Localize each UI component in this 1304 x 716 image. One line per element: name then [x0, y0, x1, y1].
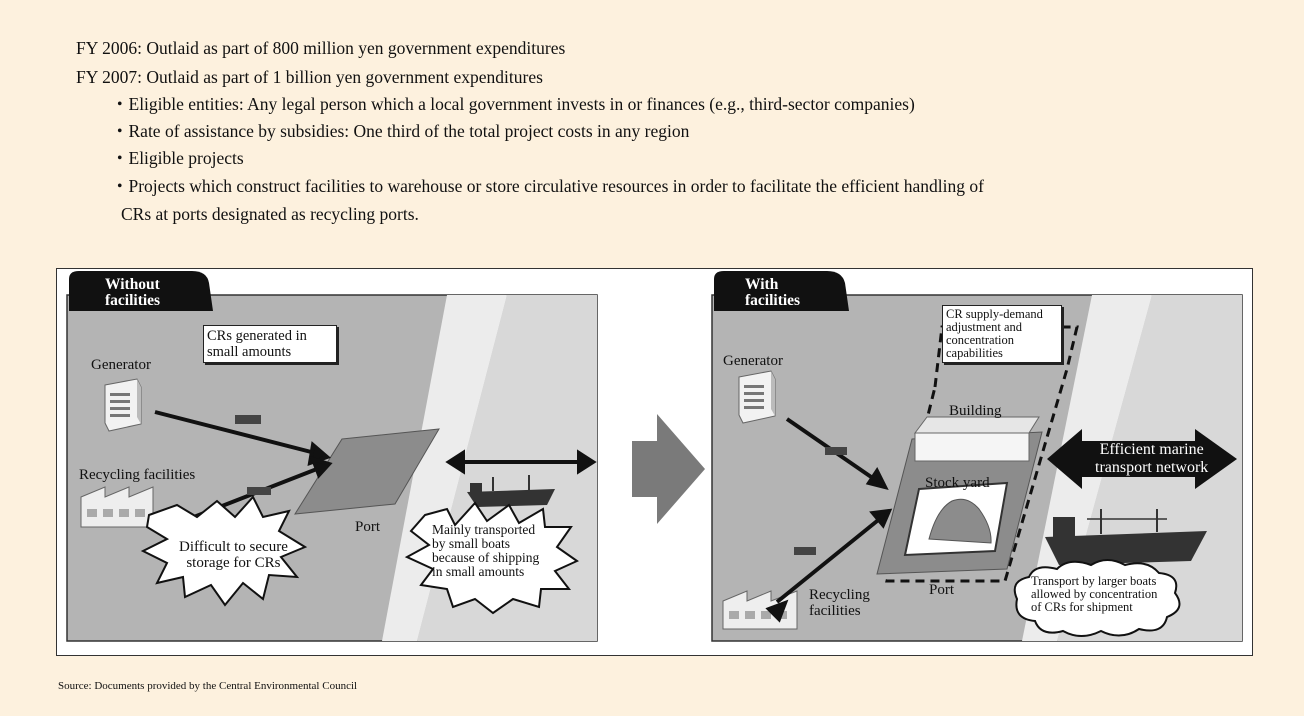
left-boat-icon [467, 475, 555, 507]
right-larger-boats-text: Transport by larger boats allowed by con… [1031, 575, 1157, 614]
right-supply-line4: capabilities [946, 346, 1003, 360]
left-mainly-line4: in small amounts [432, 564, 525, 579]
left-difficult-line1: Difficult to secure [179, 539, 288, 555]
bullet-rate-of-assistance: ・Rate of assistance by subsidies: One th… [111, 121, 690, 141]
right-tag-line1: With [745, 276, 779, 293]
right-building-icon [914, 416, 1040, 462]
left-port-label: Port [355, 519, 381, 535]
left-factory-icon [80, 486, 154, 528]
bullet-projects-construct-cont: CRs at ports designated as recycling por… [121, 204, 419, 224]
right-trucks [794, 447, 847, 555]
left-difficult-text: Difficult to secure storage for CRs [179, 539, 288, 571]
left-mainly-starburst [404, 501, 580, 615]
left-mainly-line3: because of shipping [432, 550, 540, 565]
right-building-label: Building [949, 403, 1002, 419]
fy2007-text: FY 2007: Outlaid as part of 1 billion ye… [76, 67, 543, 87]
right-larger-line2: allowed by concentration [1031, 587, 1158, 601]
left-difficult-starburst [140, 495, 308, 607]
bullet-eligible-projects: ・Eligible projects [111, 148, 244, 168]
center-transition-arrow [632, 414, 705, 524]
left-difficult-line2: storage for CRs [186, 555, 281, 571]
left-tag-line2: facilities [105, 292, 161, 309]
left-crs-small-line1: CRs generated in [207, 328, 307, 344]
left-generator-icon [104, 378, 142, 432]
right-recycling-text: Recycling facilities [809, 587, 870, 619]
right-boat-icon [1045, 509, 1207, 565]
left-mainly-line1: Mainly transported [432, 522, 536, 537]
right-efficient-line2: transport network [1095, 459, 1209, 476]
right-tag-line2: facilities [745, 292, 801, 309]
left-recycling-label: Recycling facilities [79, 467, 196, 483]
right-efficient-arrow [1047, 429, 1237, 489]
right-larger-line1: Transport by larger boats [1031, 574, 1157, 588]
left-mainly-line2: by small boats [432, 536, 510, 551]
left-tag-line1: Without [105, 276, 160, 293]
left-tag-shape [69, 271, 213, 311]
right-port-label: Port [929, 582, 955, 598]
right-supply-line2: adjustment and [946, 320, 1023, 334]
right-tag-shape [714, 271, 849, 311]
left-flow-arrows [154, 410, 597, 539]
right-generator-label: Generator [723, 353, 783, 369]
left-crs-small-line2: small amounts [207, 344, 292, 360]
right-efficient-line1: Efficient marine [1099, 441, 1204, 458]
right-supply-demand-box: CR supply-demand adjustment and concentr… [942, 305, 1062, 363]
right-supply-line1: CR supply-demand [946, 307, 1043, 321]
right-efficient-text: Efficient marine transport network [1095, 441, 1208, 477]
left-trucks [235, 415, 271, 495]
right-recycling-line2: facilities [809, 603, 861, 619]
fy2006-text: FY 2006: Outlaid as part of 800 million … [76, 38, 566, 58]
left-crs-small-box: CRs generated in small amounts [203, 325, 337, 363]
right-supply-line3: concentration [946, 333, 1015, 347]
right-stockyard-label: Stock yard [925, 475, 990, 491]
left-mainly-text: Mainly transported by small boats becaus… [432, 523, 539, 579]
right-generator-icon [738, 370, 776, 424]
left-port-shape [294, 428, 440, 515]
source-note: Source: Documents provided by the Centra… [58, 680, 358, 692]
right-larger-boats-cloud [1013, 559, 1181, 637]
bullet-eligible-entities: ・Eligible entities: Any legal person whi… [111, 94, 915, 114]
recycling-port-diagram: Without facilities Generator CRs generat… [56, 268, 1253, 656]
right-recycling-line1: Recycling [809, 587, 870, 603]
bullet-projects-construct: ・Projects which construct facilities to … [111, 176, 984, 196]
diagram-graphics [66, 271, 1243, 642]
right-stockyard-pile [928, 498, 992, 544]
left-generator-label: Generator [91, 357, 151, 373]
right-larger-line3: of CRs for shipment [1031, 600, 1133, 614]
